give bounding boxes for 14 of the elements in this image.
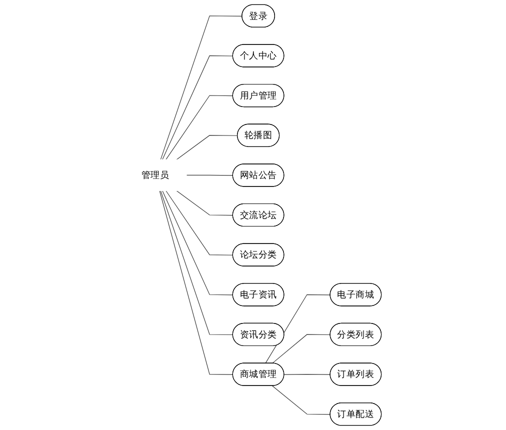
connector: [160, 190, 234, 375]
connector: [176, 135, 238, 160]
connector: [160, 190, 234, 336]
connector: [162, 190, 234, 296]
connector: [284, 374, 331, 375]
connector: [176, 190, 234, 216]
connector: [272, 386, 331, 415]
node-text: 管理员: [142, 169, 170, 180]
connector: [186, 174, 234, 176]
connector: [166, 190, 234, 256]
connector: [166, 95, 234, 160]
connector: [160, 16, 243, 160]
connector: [272, 334, 331, 364]
connector: [162, 55, 234, 160]
